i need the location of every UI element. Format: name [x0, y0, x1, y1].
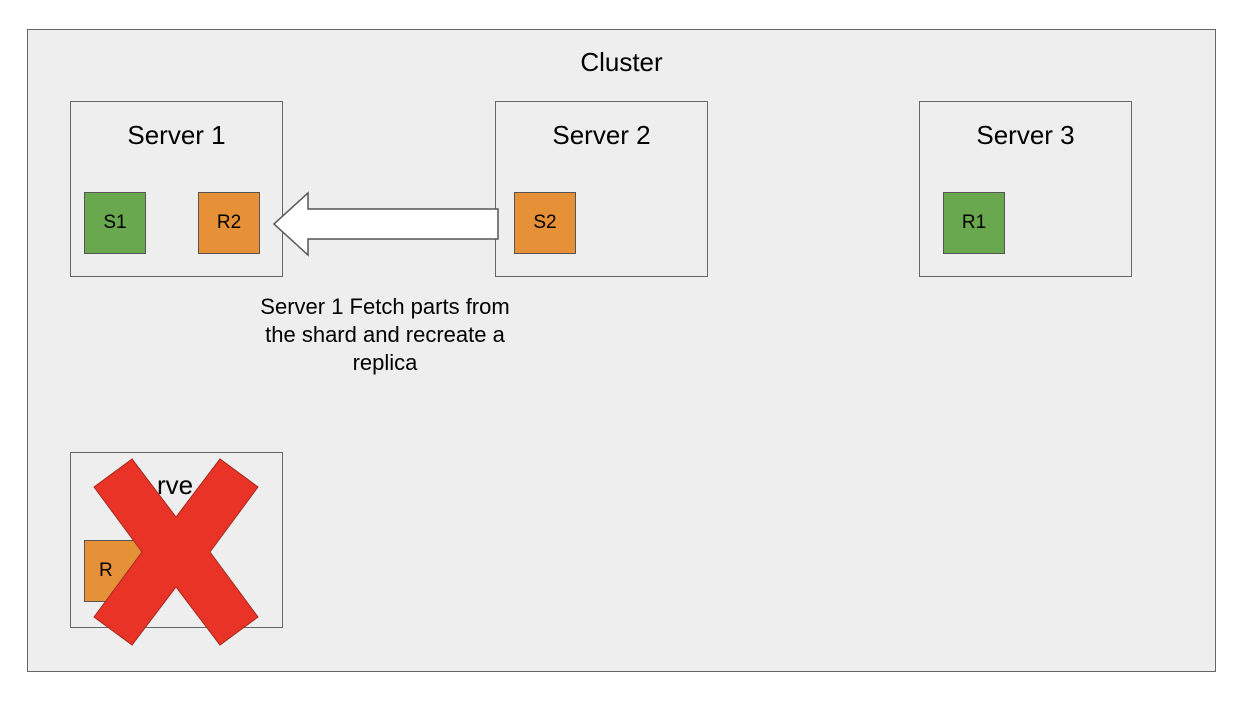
cluster-title: Cluster	[580, 47, 663, 77]
fetch-arrow	[272, 191, 499, 257]
server-1-title: Server 1	[127, 120, 226, 150]
failed-server-title: rve	[156, 470, 194, 500]
shard-s1: S1	[84, 192, 146, 254]
server-2-title: Server 2	[552, 120, 651, 150]
replica-r1: R1	[943, 192, 1005, 254]
arrow-caption: Server 1 Fetch parts from the shard and …	[260, 294, 510, 375]
shard-s2: S2	[514, 192, 576, 254]
server-3-title: Server 3	[976, 120, 1075, 150]
failure-x-icon	[93, 458, 259, 646]
replica-r2: R2	[198, 192, 260, 254]
